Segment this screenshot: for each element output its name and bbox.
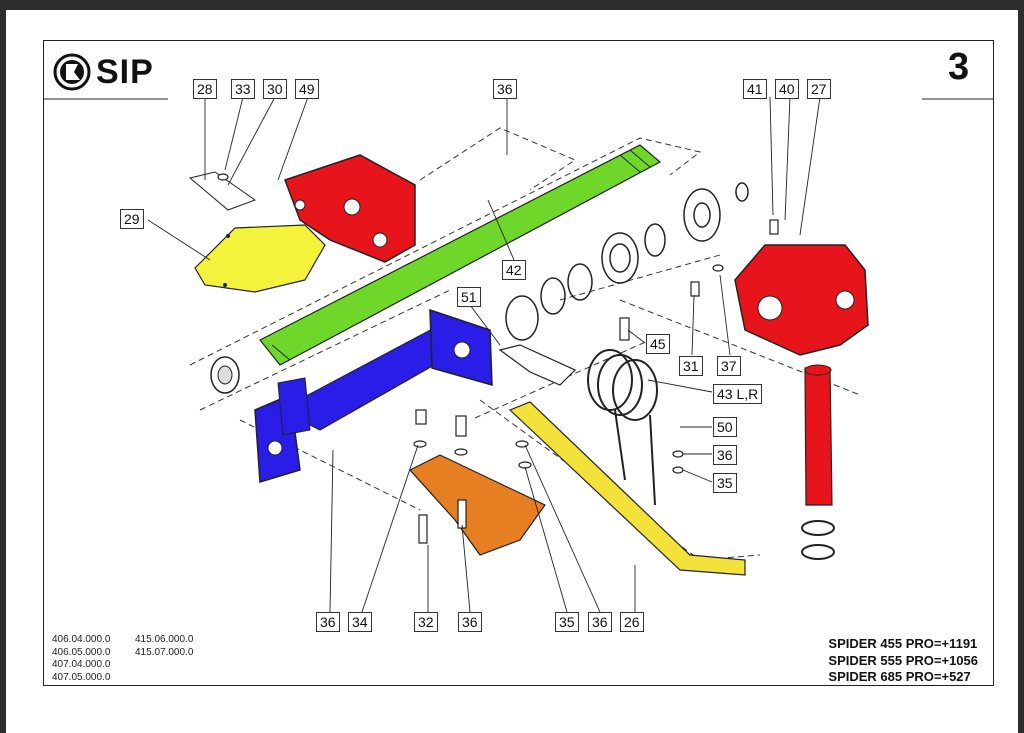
spline-shaft (210, 144, 662, 394)
callout-36-top[interactable]: 36 (493, 79, 517, 99)
callout-37[interactable]: 37 (717, 356, 741, 376)
model-line: SPIDER 455 PRO=+1191 (828, 636, 978, 651)
callout-35-right[interactable]: 35 (713, 473, 737, 493)
callout-45[interactable]: 45 (646, 334, 670, 354)
callout-36-b3[interactable]: 36 (588, 612, 612, 632)
callout-50[interactable]: 50 (713, 417, 737, 437)
cover-plate (194, 224, 326, 293)
bolts (217, 173, 779, 544)
part-code: 406.04.000.0 (52, 634, 111, 645)
callout-32[interactable]: 32 (414, 612, 438, 632)
red-gearbox (734, 244, 869, 560)
callout-43-lr[interactable]: 43 L,R (713, 384, 763, 404)
callout-28[interactable]: 28 (193, 79, 217, 99)
callout-27[interactable]: 27 (807, 79, 831, 99)
part-code: 407.04.000.0 (52, 659, 111, 670)
blue-tube-housing (254, 308, 493, 483)
sip-logo-icon (53, 53, 91, 91)
tine-arm (508, 401, 746, 576)
callout-49[interactable]: 49 (295, 79, 319, 99)
callout-30[interactable]: 30 (263, 79, 287, 99)
callout-40[interactable]: 40 (775, 79, 799, 99)
part-codes-list-1: 406.04.000.0 406.05.000.0 407.04.000.0 4… (52, 634, 110, 684)
small-plate (188, 171, 257, 211)
coil-spring (587, 349, 658, 506)
callout-26[interactable]: 26 (620, 612, 644, 632)
part-code: 406.05.000.0 (52, 646, 111, 658)
callout-29[interactable]: 29 (120, 209, 144, 229)
model-line: SPIDER 555 PRO=+1056 (828, 652, 978, 668)
brand-name: SIP (96, 53, 154, 91)
page-number: 3 (948, 46, 970, 88)
callout-31[interactable]: 31 (679, 356, 703, 376)
gear-and-rings (505, 182, 749, 341)
callout-34[interactable]: 34 (348, 612, 372, 632)
callout-36-b2[interactable]: 36 (458, 612, 482, 632)
red-bearing-bracket (284, 154, 416, 263)
callout-33[interactable]: 33 (231, 79, 255, 99)
orange-blade (409, 454, 546, 556)
part-code: 407.05.000.0 (52, 671, 111, 683)
part-codes-list-2: 415.06.000.0 415.07.000.0 (135, 634, 193, 659)
callout-41[interactable]: 41 (743, 79, 767, 99)
callout-35-b[interactable]: 35 (555, 612, 579, 632)
callout-51[interactable]: 51 (457, 287, 481, 307)
part-code: 415.06.000.0 (135, 634, 194, 645)
mount-bracket (498, 344, 577, 386)
model-line: SPIDER 685 PRO=+527 (828, 669, 971, 684)
callout-42[interactable]: 42 (502, 260, 526, 280)
part-code: 415.07.000.0 (135, 646, 194, 658)
callout-36-b1[interactable]: 36 (316, 612, 340, 632)
callout-36-right[interactable]: 36 (713, 445, 737, 465)
model-list: SPIDER 455 PRO=+1191 SPIDER 555 PRO=+105… (828, 636, 978, 686)
